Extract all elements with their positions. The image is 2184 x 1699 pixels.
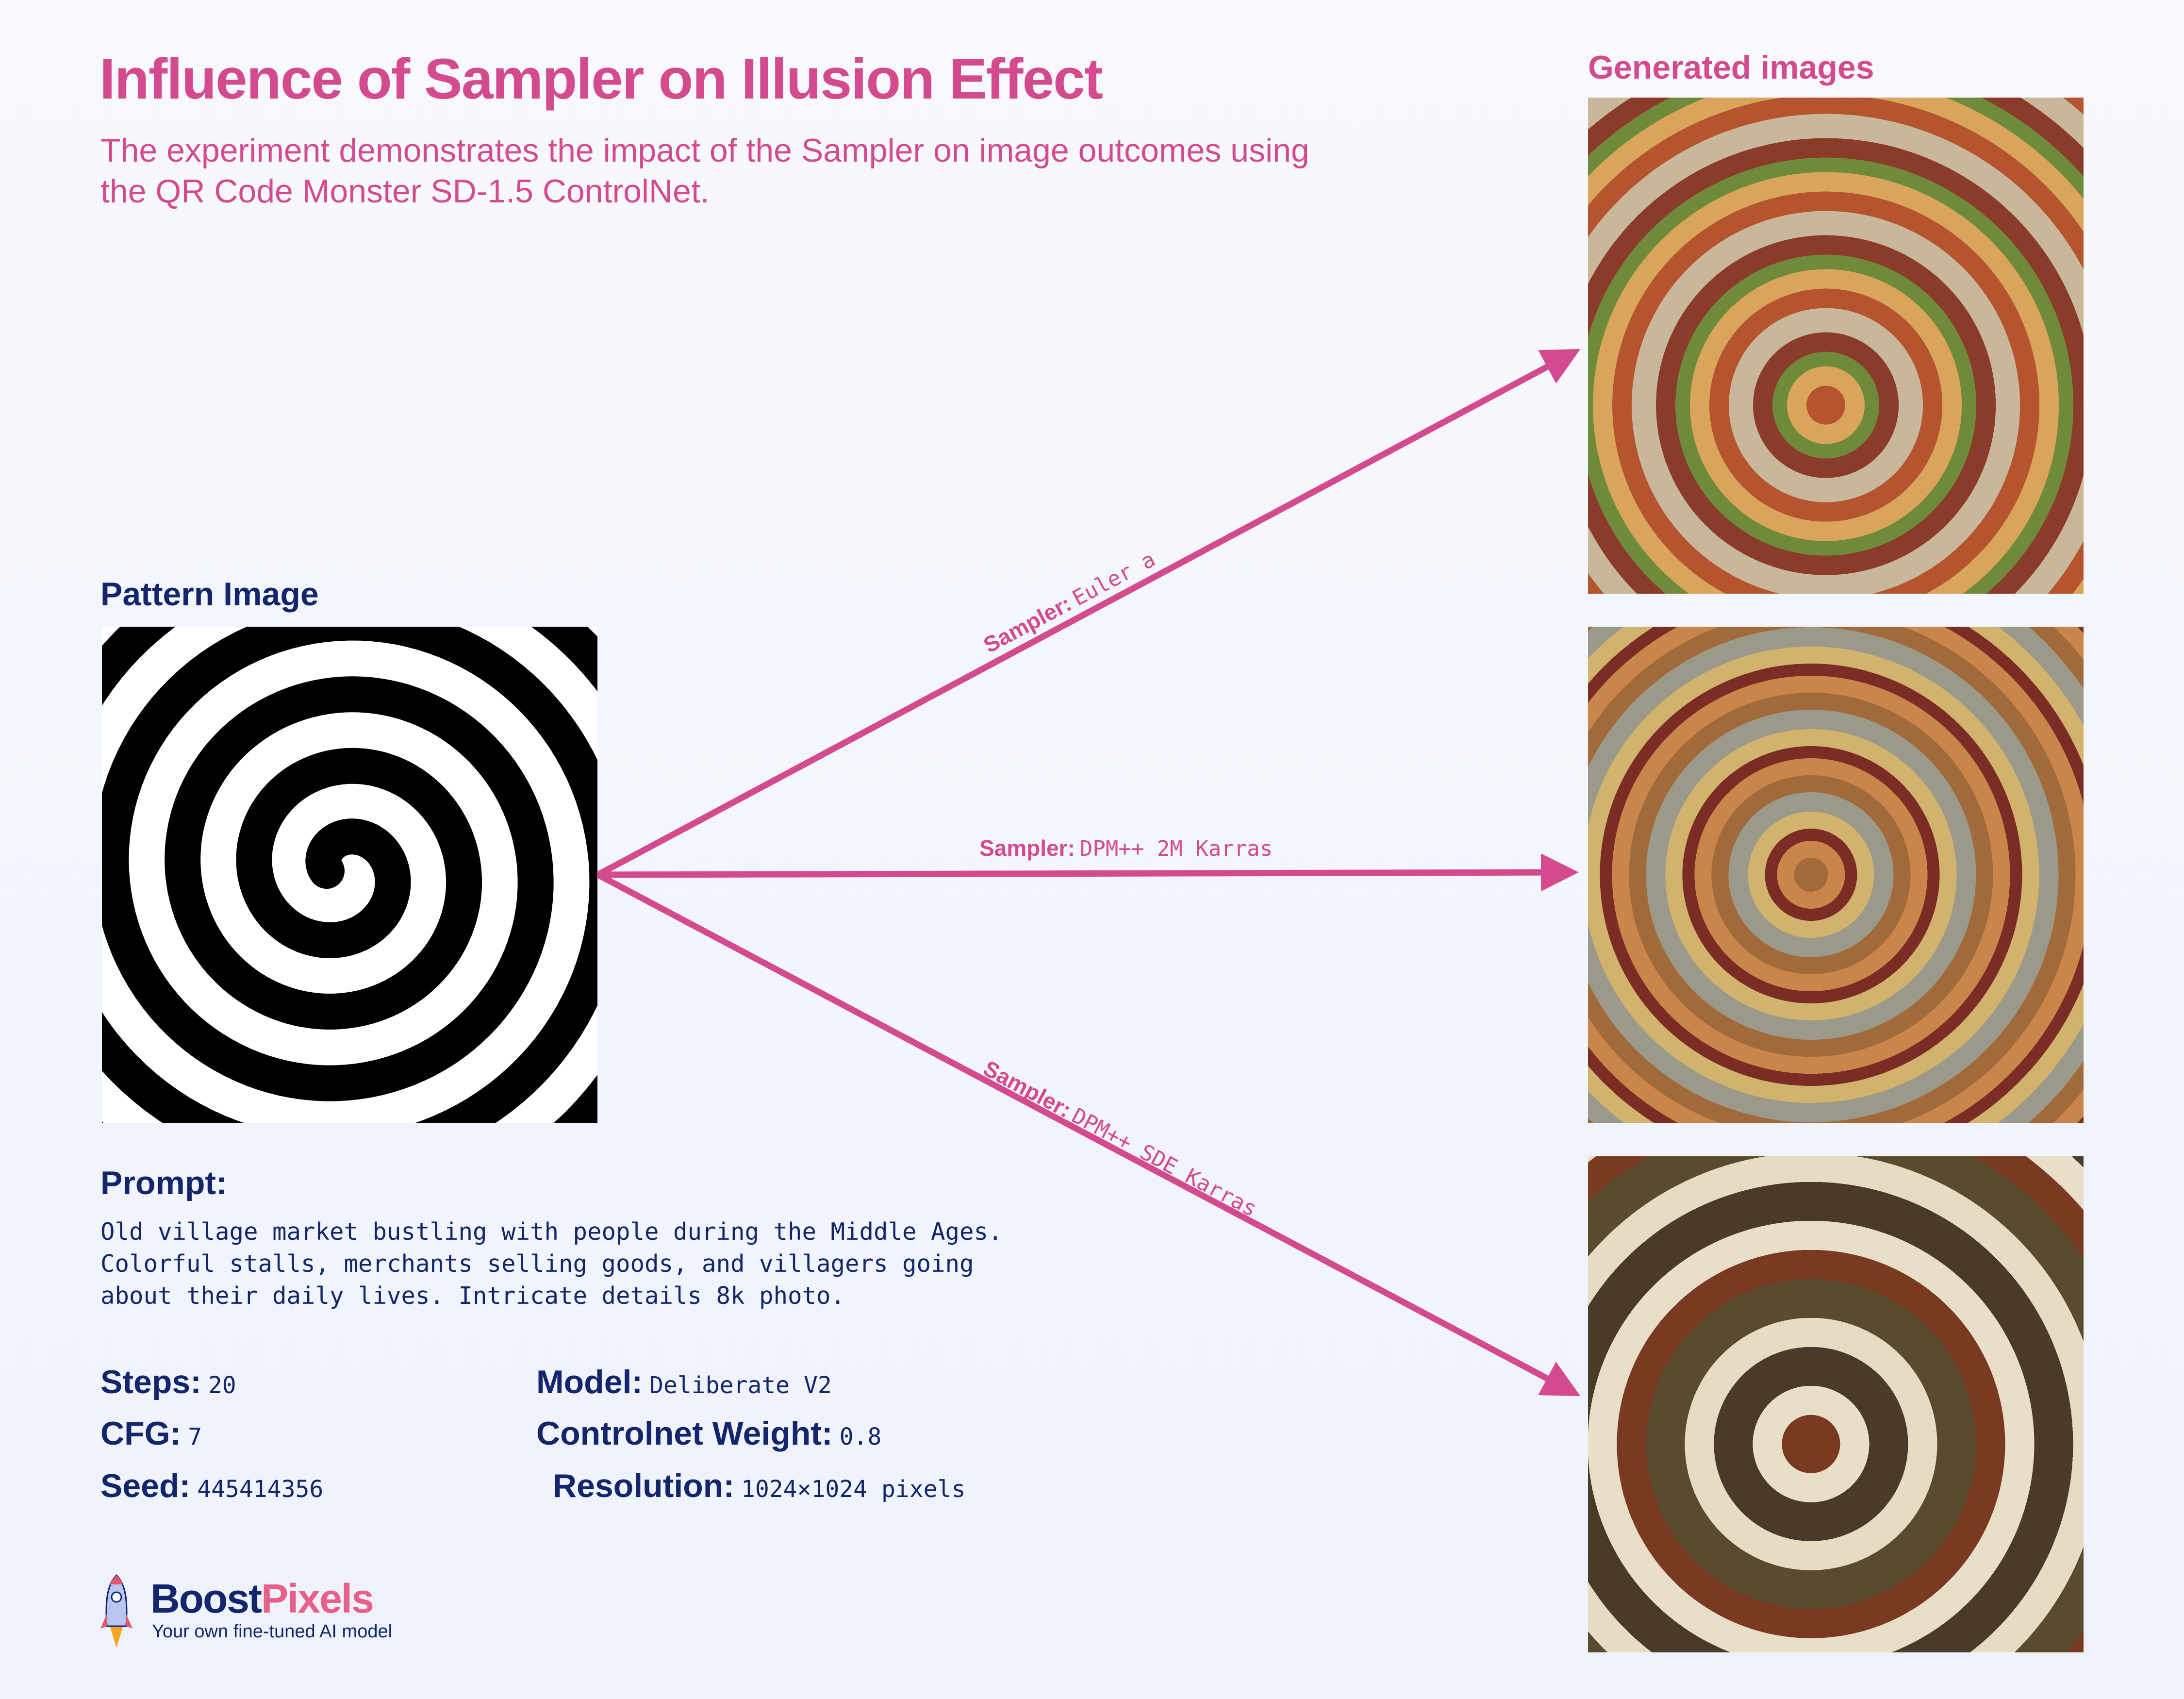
sampler-key: Sampler: [979, 835, 1075, 861]
param-value: 1024×1024 pixels [741, 1476, 966, 1503]
brand-name-part: Pixels [261, 1576, 374, 1621]
param-value: 7 [188, 1423, 202, 1450]
generated-image-dpm-2m-karras [1588, 627, 2084, 1123]
param-label: CFG: [100, 1415, 182, 1452]
brand-logo-text: BoostPixels [150, 1575, 374, 1622]
generated-image-euler-a [1588, 98, 2084, 594]
page-subtitle: The experiment demonstrates the impact o… [100, 132, 1309, 210]
arrow-dpm-2m-karras [597, 853, 1579, 892]
prompt-text: Old village market bustling with people … [100, 1218, 1003, 1310]
param-label: Steps: [100, 1364, 201, 1400]
arrow-euler-a [596, 349, 1581, 878]
param-label: Seed: [100, 1467, 191, 1504]
param-value: 20 [208, 1372, 236, 1399]
generated-images-label: Generated images [1588, 49, 1874, 86]
generated-image-dpm-sde-karras [1588, 1156, 2084, 1652]
param-label: Model: [536, 1364, 643, 1400]
arrow-dpm-sde-karras [596, 872, 1581, 1397]
param-seed: Seed:445414356 [100, 1467, 323, 1505]
param-value: Deliberate V2 [649, 1372, 832, 1399]
param-label: Resolution: [553, 1467, 734, 1504]
arrow-label-dpm-2m-karras: Sampler:DPM++ 2M Karras [979, 835, 1273, 861]
param-cfg: CFG:7 [100, 1415, 202, 1452]
rocket-icon [99, 1573, 133, 1653]
sampler-value: DPM++ 2M Karras [1079, 836, 1273, 861]
param-steps: Steps: 20 [100, 1363, 236, 1401]
brand-tagline: Your own fine-tuned AI model [152, 1621, 393, 1642]
param-model: Model:Deliberate V2 [536, 1363, 832, 1401]
param-resolution: Resolution: 1024×1024 pixels [553, 1467, 965, 1505]
param-controlnet-weight: Controlnet Weight:0.8 [536, 1415, 881, 1452]
param-value: 445414356 [197, 1476, 324, 1503]
prompt-label: Prompt: [100, 1165, 227, 1201]
brand-name-part: Boost [150, 1576, 262, 1621]
param-label: Controlnet Weight: [536, 1415, 833, 1452]
pattern-image-label: Pattern Image [100, 576, 319, 613]
param-value: 0.8 [839, 1423, 882, 1450]
page-title: Influence of Sampler on Illusion Effect [99, 47, 1103, 111]
